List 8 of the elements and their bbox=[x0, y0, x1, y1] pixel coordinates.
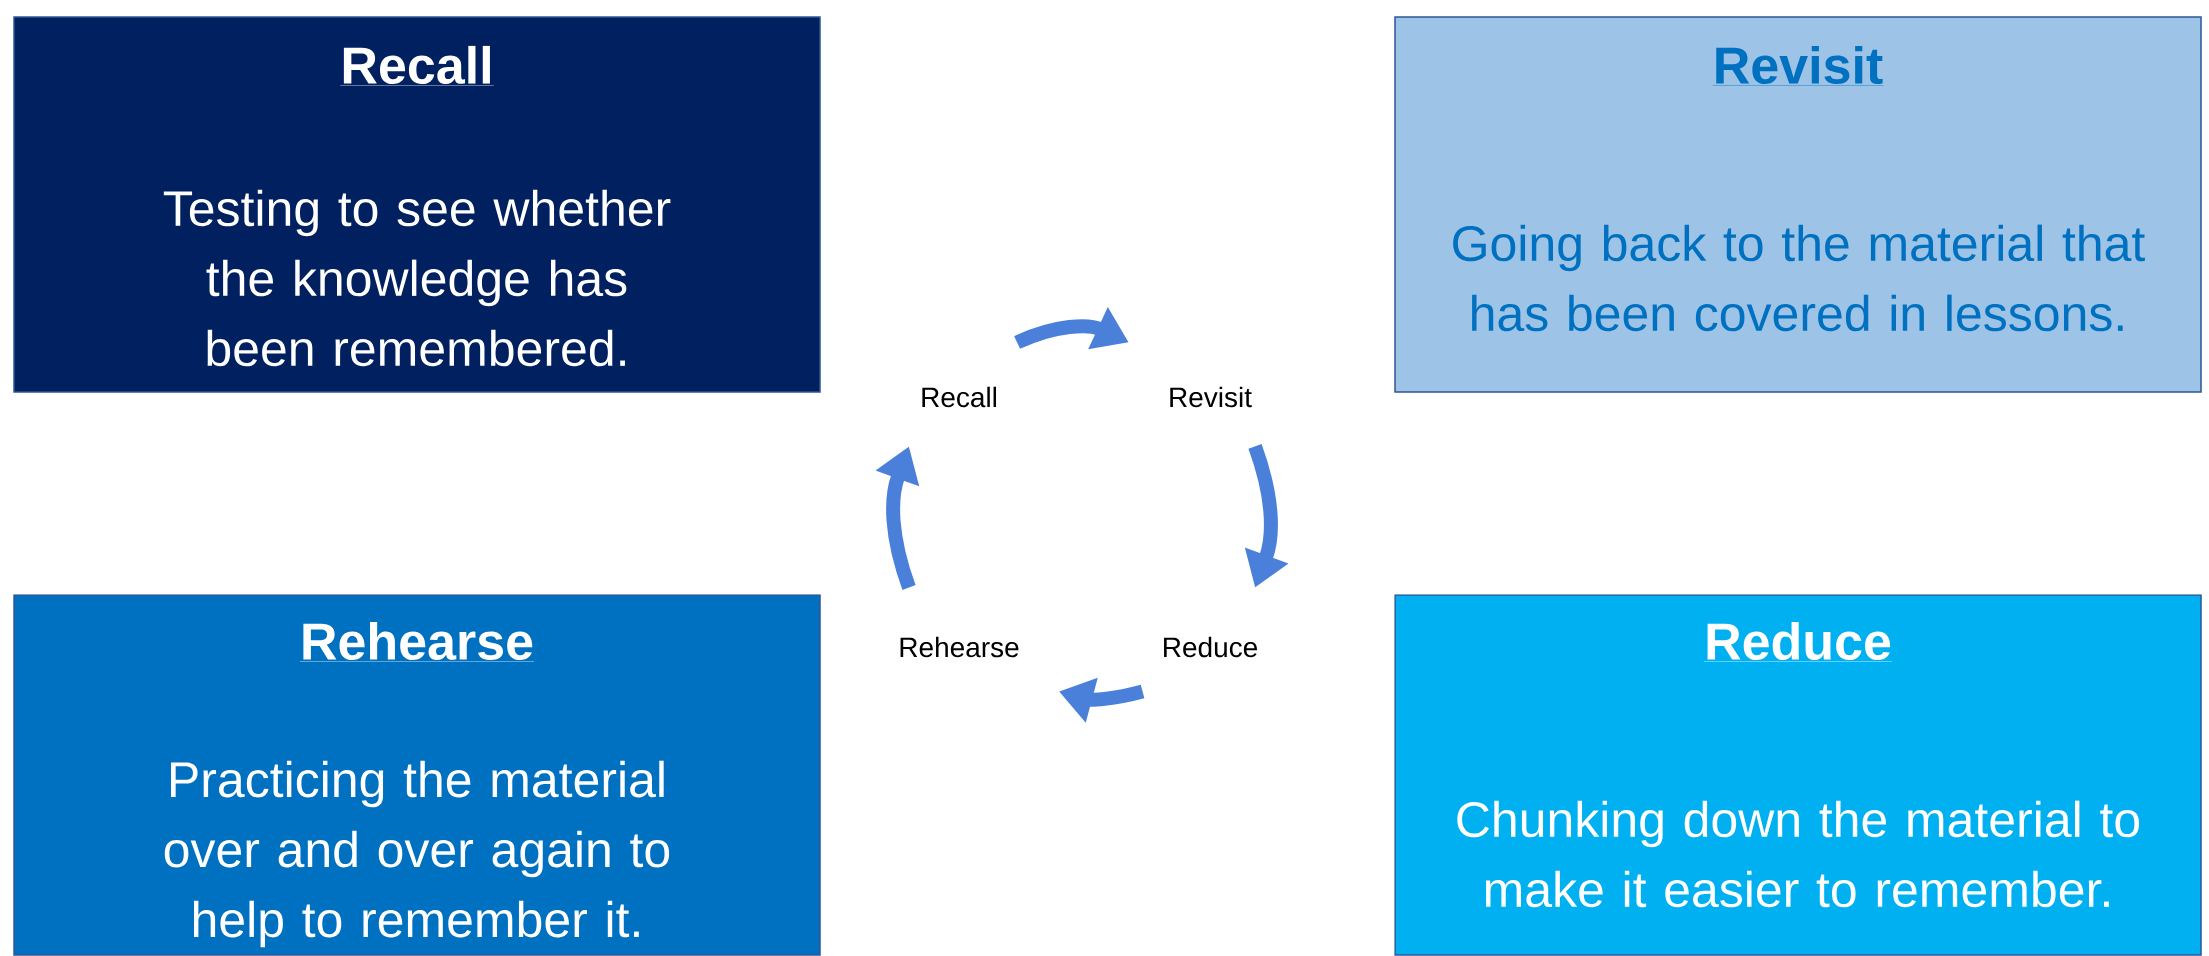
text-card: Recall Testing to see whether the knowledge has been remembered. bbox=[13, 16, 821, 393]
text-card: Reduce Chunking down the material to make it easier to remember. bbox=[1394, 594, 2202, 956]
cycle-label: Revisit bbox=[1170, 386, 1252, 408]
cycle-label: Recall bbox=[922, 386, 996, 408]
text-card: Rehearse Practicing the material over and over again to help to remember it. bbox=[13, 594, 821, 956]
text-card: Revisit Going back to the material that has been covered in lessons. bbox=[1394, 16, 2202, 393]
cycle-label: Reduce bbox=[1164, 636, 1257, 658]
cycle-label: Rehearse bbox=[900, 636, 1019, 658]
